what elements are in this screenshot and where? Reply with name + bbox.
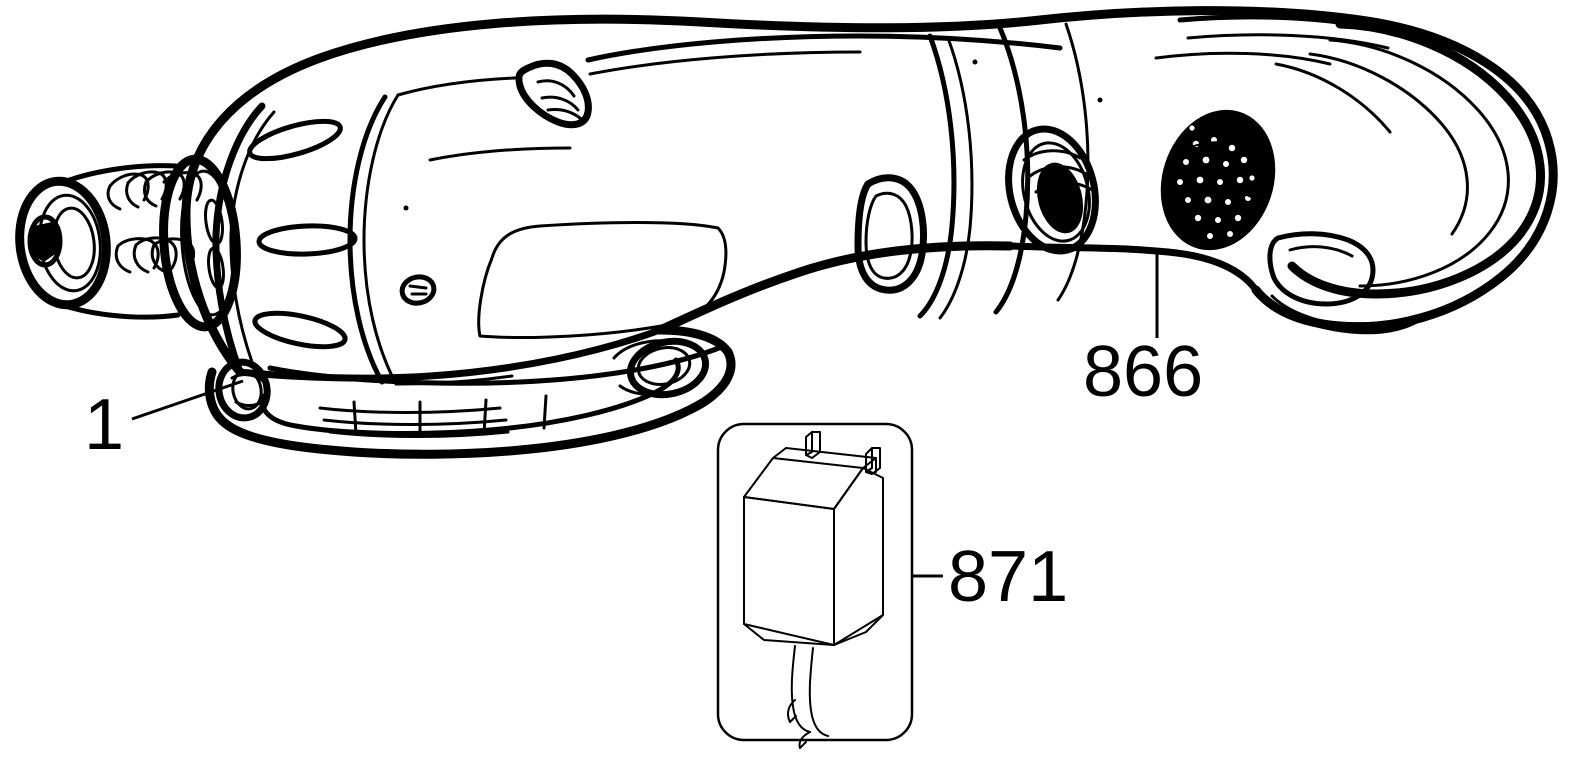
callout-label-1: 1 bbox=[84, 385, 124, 465]
callout-label-866: 866 bbox=[1083, 332, 1203, 412]
charger-adapter bbox=[743, 431, 884, 749]
callout-label-871: 871 bbox=[948, 537, 1068, 617]
charger-detail-box bbox=[716, 422, 914, 742]
trigger-grip[interactable] bbox=[204, 325, 736, 459]
adjustment-collar[interactable] bbox=[212, 93, 400, 386]
gear-collar-textured bbox=[1005, 125, 1099, 255]
textured-grip-pad bbox=[1160, 109, 1276, 251]
chuck-collet bbox=[15, 154, 241, 332]
leader-line-1 bbox=[131, 379, 244, 421]
callout-leaders bbox=[131, 250, 1159, 578]
forward-reverse-switch[interactable] bbox=[854, 174, 928, 294]
tool-main-assembly bbox=[15, 6, 1558, 459]
charger-detail-callout bbox=[716, 422, 914, 749]
belt-clip[interactable] bbox=[515, 59, 592, 129]
